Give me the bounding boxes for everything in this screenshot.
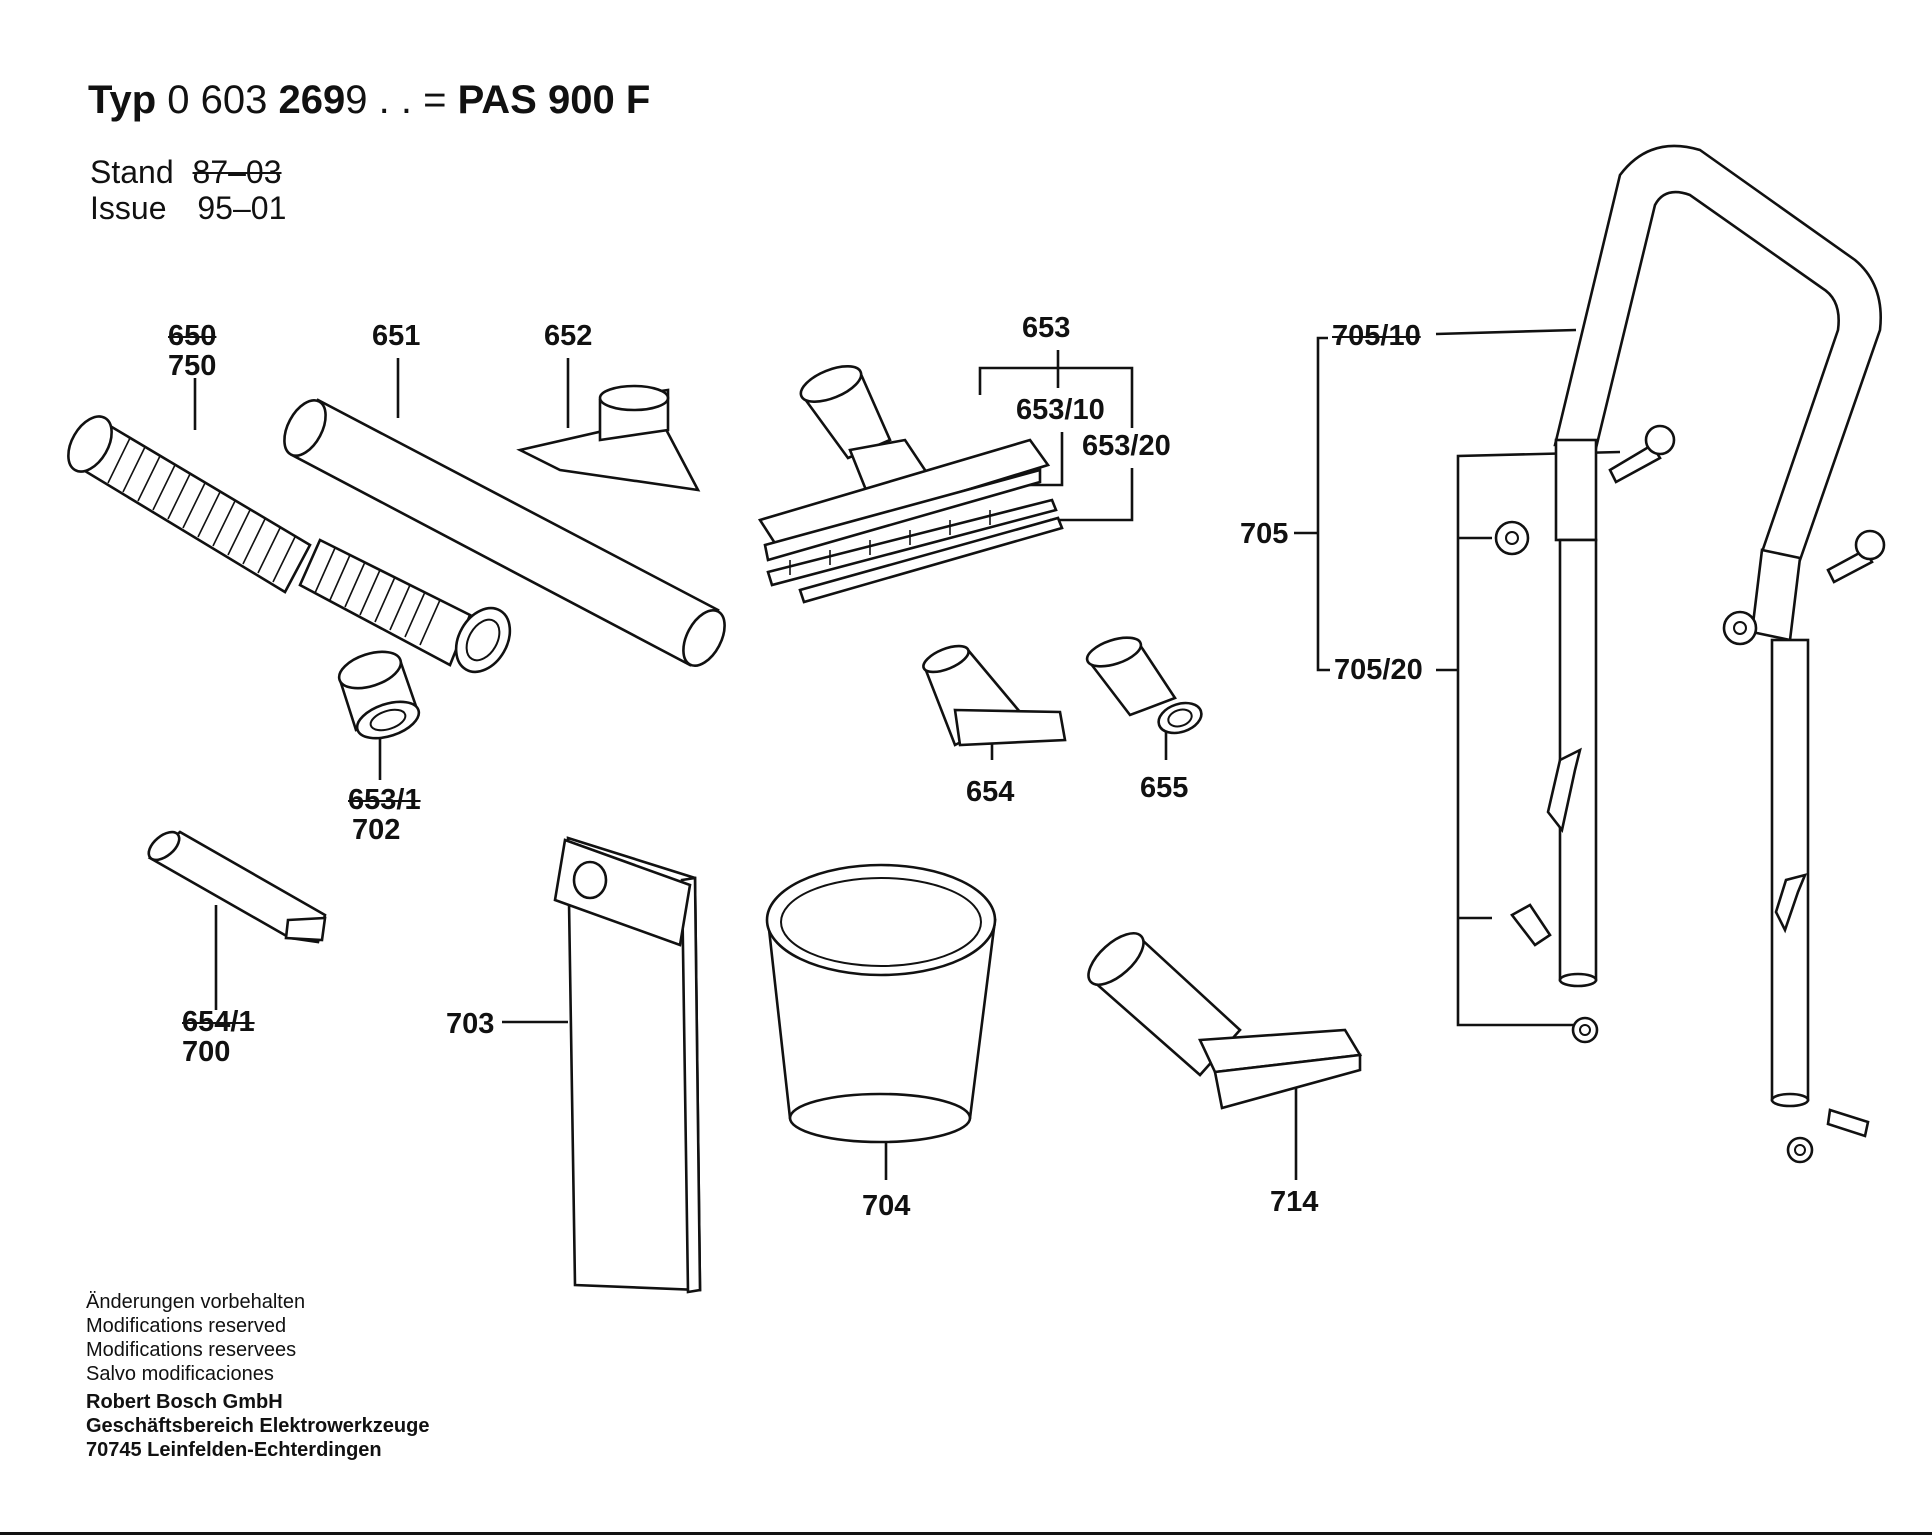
label-700: 700 — [182, 1036, 231, 1068]
company-name: Robert Bosch GmbH — [86, 1391, 283, 1413]
footer-note-fr: Modifications reservees — [86, 1339, 297, 1361]
issue-label: Issue — [90, 190, 167, 226]
typ-word: Typ — [88, 78, 157, 122]
label-654-1: 654/1 — [182, 1006, 255, 1038]
footer-note-en: Modifications reserved — [86, 1315, 287, 1337]
footer-note-es: Salvo modificaciones — [86, 1363, 274, 1385]
label-653-10: 653/10 — [1016, 394, 1105, 426]
label-705-20: 705/20 — [1334, 654, 1423, 686]
page-title: Typ 0 603 2699 . . = PAS 900 F — [88, 78, 650, 123]
nozzle-652 — [516, 384, 701, 492]
bottom-rule — [0, 1532, 1932, 1535]
equals-sign: = — [423, 78, 447, 122]
label-651: 651 — [372, 320, 421, 352]
nozzle-654 — [922, 644, 1067, 747]
part-bold: 269 — [278, 78, 346, 122]
adapter-702 — [337, 650, 421, 740]
crevice-nozzle-700 — [147, 830, 327, 944]
label-705: 705 — [1240, 518, 1289, 550]
label-702: 702 — [352, 814, 401, 846]
stand-label: Stand — [90, 154, 174, 190]
label-703: 703 — [446, 1008, 495, 1040]
footer-note-de: Änderungen vorbehalten — [86, 1291, 306, 1313]
handle-705 — [1494, 144, 1886, 1164]
tube-651 — [283, 398, 726, 667]
label-650: 650 — [168, 320, 217, 352]
floor-tool-653 — [757, 365, 1064, 604]
part-suffix: 9 . . — [345, 78, 412, 122]
label-652: 652 — [544, 320, 593, 352]
company-division: Geschäftsbereich Elektrowerkzeuge — [86, 1415, 430, 1437]
label-714: 714 — [1270, 1186, 1319, 1218]
label-653: 653 — [1022, 312, 1071, 344]
label-653-20: 653/20 — [1082, 430, 1171, 462]
filter-704 — [765, 863, 997, 1144]
filter-bag-703 — [553, 836, 702, 1294]
issue-line: Issue 95–01 — [90, 190, 286, 226]
model-name: PAS 900 F — [457, 78, 651, 122]
part-prefix: 0 603 — [167, 78, 268, 122]
hose-750 — [67, 415, 512, 674]
label-654: 654 — [966, 776, 1015, 808]
stand-value: 87–03 — [192, 154, 282, 190]
label-705-10: 705/10 — [1332, 320, 1421, 352]
label-750: 750 — [168, 350, 217, 382]
label-653-1: 653/1 — [348, 784, 421, 816]
nozzle-714 — [1087, 932, 1363, 1110]
company-address: 70745 Leinfelden-Echterdingen — [86, 1439, 382, 1461]
issue-value: 95–01 — [197, 190, 287, 226]
label-655: 655 — [1140, 772, 1189, 804]
stand-line: Stand 87–03 — [90, 154, 282, 190]
nozzle-655 — [1085, 636, 1203, 735]
label-704: 704 — [862, 1190, 911, 1222]
